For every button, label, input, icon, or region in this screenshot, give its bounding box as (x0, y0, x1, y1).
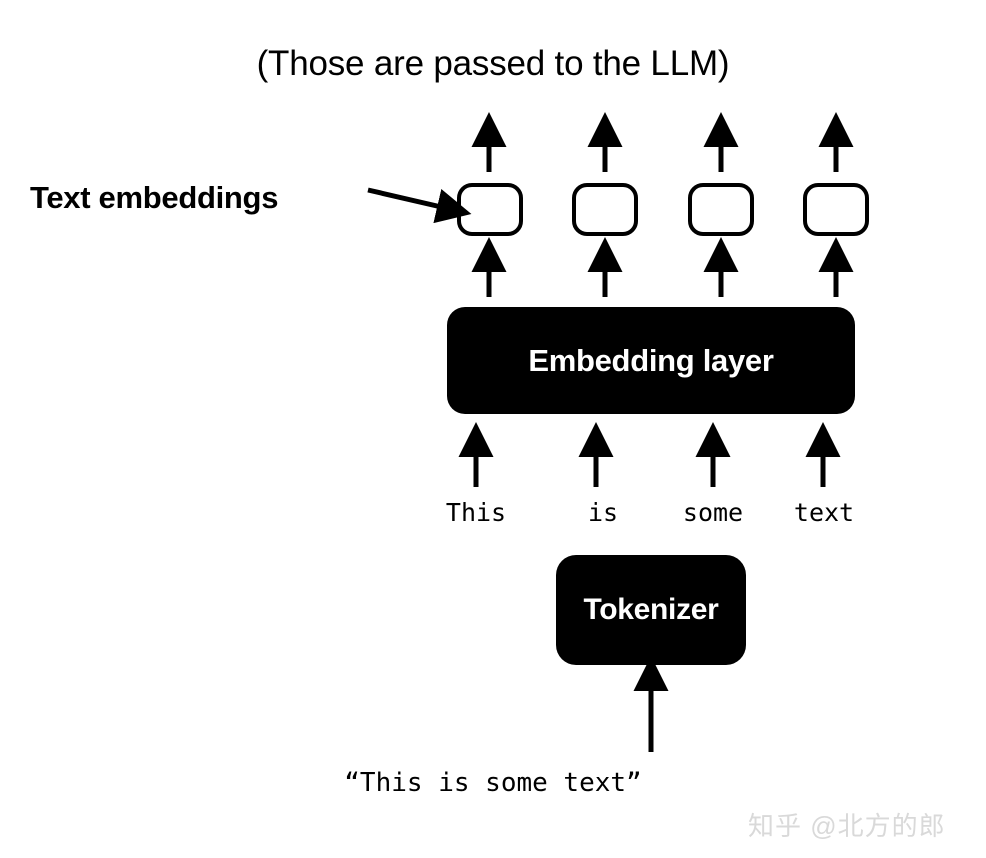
arrow-label-to-embedding (367, 187, 472, 224)
watermark: 知乎 @北方的郎 (748, 811, 946, 841)
token-word-1: This (445, 498, 507, 527)
page-title: (Those are passed to the LLM) (256, 44, 730, 83)
embedding-box-2 (572, 183, 638, 236)
tokenizer-label: Tokenizer (583, 593, 719, 626)
embedding-layer-label: Embedding layer (528, 342, 774, 378)
token-word-2: is (587, 498, 619, 527)
input-string-label: “This is some text” (344, 768, 642, 798)
embedding-layer-block: Embedding layer (447, 307, 855, 414)
text-embeddings-label: Text embeddings (30, 180, 279, 215)
token-word-3: some (682, 498, 744, 527)
embedding-box-1 (457, 183, 523, 236)
token-word-4: text (793, 498, 855, 527)
embedding-box-3 (688, 183, 754, 236)
tokenizer-block: Tokenizer (556, 555, 746, 665)
embedding-box-4 (803, 183, 869, 236)
